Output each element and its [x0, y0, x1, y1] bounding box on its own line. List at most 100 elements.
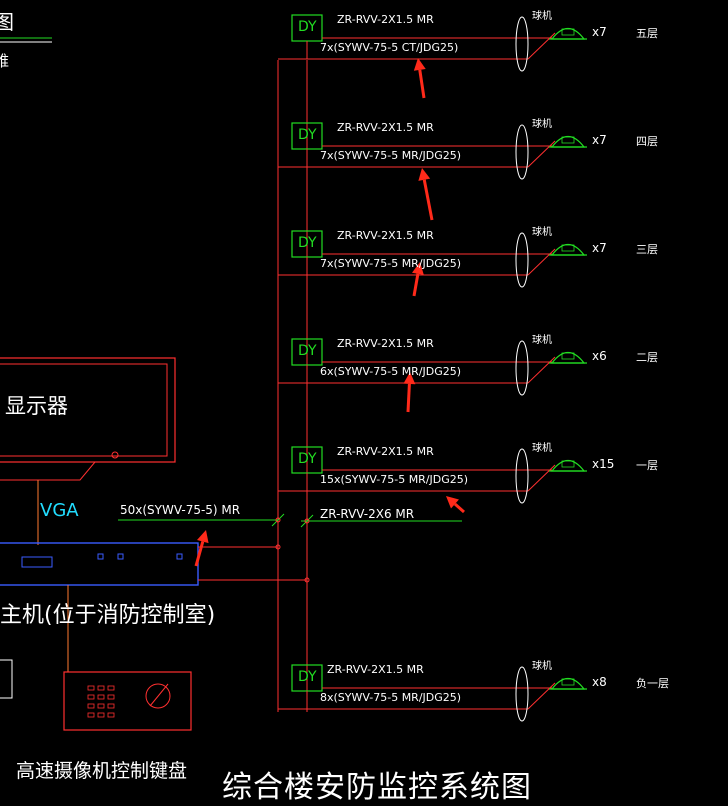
keyboard-key [97, 694, 105, 700]
dome-label: 球机 [532, 119, 552, 130]
video-riser [527, 682, 556, 710]
floor-group [278, 14, 587, 72]
keyboard-key [97, 703, 105, 709]
cable-bundle [515, 16, 529, 72]
coax-cable-label: 7x(SYWV-75-5 MR/JDG25) [320, 149, 462, 162]
vga-label: VGA [40, 500, 79, 521]
host-button-1 [117, 553, 124, 560]
junction-dot-2 [304, 577, 310, 583]
dome-lens [561, 352, 575, 360]
annotation-arrow-shaft [422, 179, 434, 221]
dome-camera-icon [550, 135, 586, 148]
dome-label: 球机 [532, 227, 552, 238]
left-partial-box [0, 659, 13, 699]
dome-label: 球机 [532, 661, 552, 672]
dome-lens [561, 136, 575, 144]
keyboard-key [87, 685, 95, 691]
host-button-2 [176, 553, 183, 560]
coax-cable-label: 6x(SYWV-75-5 MR/JDG25) [320, 365, 462, 378]
dy-label: DY [298, 127, 317, 143]
annotation-arrow-head [413, 58, 426, 71]
tick-1 [271, 513, 285, 527]
camera-count: x7 [592, 241, 607, 255]
cable-bundle [515, 666, 529, 722]
dome-label: 球机 [532, 11, 552, 22]
video-riser [527, 248, 556, 276]
cable-bundle [515, 448, 529, 504]
power-cable-label: ZR-RVV-2X1.5 MR [337, 13, 434, 26]
annotation-arrow-shaft [453, 502, 465, 514]
dome-camera-icon [550, 243, 586, 256]
monitor-power-led [111, 451, 119, 459]
coax-cable-label: 15x(SYWV-75-5 MR/JDG25) [320, 473, 469, 486]
cable-bundle [515, 232, 529, 288]
annotation-arrow-head [197, 530, 209, 544]
annotation-arrow-shaft [194, 541, 205, 567]
annotation-arrow-head [418, 168, 431, 181]
floor-name: 四层 [636, 135, 658, 148]
tick-2 [300, 514, 314, 528]
junction-dot-0 [275, 517, 281, 523]
control-cable-label: ZR-RVV-2X6 MR [320, 507, 415, 521]
keyboard-box [63, 671, 192, 731]
diagram-title: 综合楼安防监控系统图 [222, 770, 532, 805]
dome-camera-icon [550, 27, 586, 40]
power-cable-label: ZR-RVV-2X1.5 MR [327, 663, 424, 676]
dy-label: DY [298, 669, 317, 685]
annotation-arrow-head [403, 372, 416, 385]
video-riser [527, 140, 556, 168]
keyboard-key [107, 685, 115, 691]
power-cable-label: ZR-RVV-2X1.5 MR [337, 445, 434, 458]
monitor-stand [0, 461, 96, 481]
keyboard-key [97, 712, 105, 718]
annotation-arrow-shaft [406, 383, 411, 413]
junction-dot-3 [304, 518, 310, 524]
dome-lens [561, 678, 575, 686]
annotation-arrow-head [412, 262, 424, 275]
annotation-arrow-shaft [412, 273, 420, 297]
floor-group [278, 230, 587, 288]
keyboard-key [107, 703, 115, 709]
cable-bundle [515, 340, 529, 396]
dome-label: 球机 [532, 335, 552, 346]
keyboard-key [87, 712, 95, 718]
joystick-stick [149, 683, 169, 707]
coax-cable-label: 8x(SYWV-75-5 MR/JDG25) [320, 691, 462, 704]
dy-label: DY [298, 343, 317, 359]
keyboard-key [107, 694, 115, 700]
floor-name: 二层 [636, 351, 658, 364]
annotation-arrow-head [446, 496, 459, 509]
keyboard-label: 高速摄像机控制键盘 [16, 760, 188, 782]
video-riser [527, 464, 556, 492]
annotation-arrow-shaft [418, 69, 426, 99]
camera-count: x7 [592, 25, 607, 39]
monitor-screen [0, 363, 168, 457]
dome-lens [561, 28, 575, 36]
dy-label: DY [298, 451, 317, 467]
monitor-outer [0, 357, 176, 463]
cable-bundle [515, 124, 529, 180]
floor-group [278, 122, 587, 180]
power-cable-label: ZR-RVV-2X1.5 MR [337, 337, 434, 350]
host-display [21, 556, 53, 568]
floor-name: 负一层 [636, 677, 669, 690]
joystick-base [145, 683, 171, 709]
dome-label: 球机 [532, 443, 552, 454]
camera-count: x15 [592, 457, 615, 471]
dome-lens [561, 460, 575, 468]
camera-count: x7 [592, 133, 607, 147]
floor-group [278, 338, 587, 396]
video-riser [527, 32, 556, 60]
camera-count: x8 [592, 675, 607, 689]
keyboard-key [87, 703, 95, 709]
floor-group [278, 664, 587, 722]
keyboard-key [107, 712, 115, 718]
dome-camera-icon [550, 677, 586, 690]
dome-camera-icon [550, 351, 586, 364]
host-button-0 [97, 553, 104, 560]
floor-name: 三层 [636, 243, 658, 256]
coax-cable-label: 7x(SYWV-75-5 MR/JDG25) [320, 257, 462, 270]
top-left-fragment-1: 图 [0, 10, 14, 34]
dome-camera-icon [550, 459, 586, 472]
power-cable-label: ZR-RVV-2X1.5 MR [337, 121, 434, 134]
